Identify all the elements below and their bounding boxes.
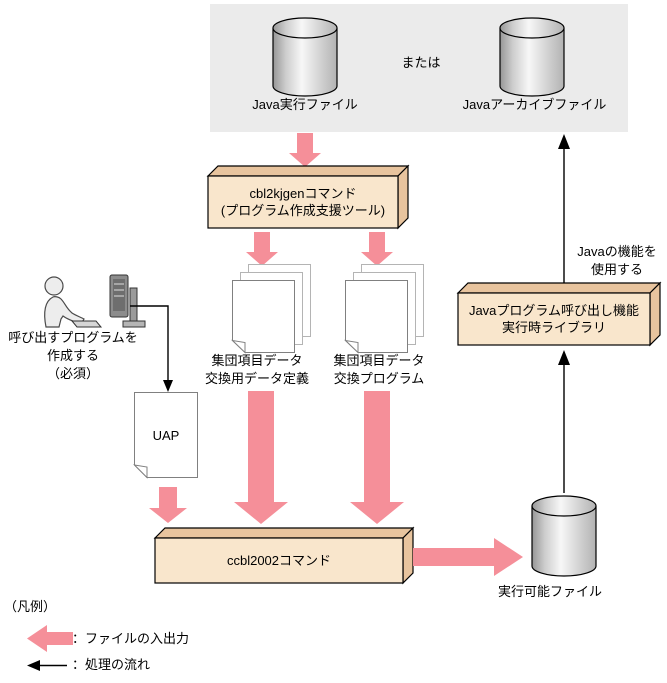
ccbl2002-box <box>153 526 415 585</box>
data-definition-docs-icon <box>231 264 311 354</box>
or-label: または <box>401 55 441 70</box>
java-call-lib-box <box>456 281 662 347</box>
developer-icon <box>44 274 146 328</box>
data-definition-label-line1: 集団項目データ <box>211 353 303 368</box>
uap-label: UAP <box>152 428 180 443</box>
use-java-note-line1: Javaの機能を <box>577 244 657 259</box>
legend-file-io-arrow-icon <box>27 625 73 652</box>
create-program-note: 呼び出すプログラムを 作成する （必須） <box>2 329 144 383</box>
java-archive-cylinder-icon <box>499 17 565 97</box>
flow-arrow-lib-to-sources-icon <box>558 134 570 283</box>
file-io-arrow-to-exchange-program-icon <box>361 232 393 266</box>
file-io-arrow-ccbl2002-to-executable-icon <box>413 538 523 576</box>
legend-file-io-label: ：ファイルの入出力 <box>72 631 190 646</box>
uap-doc-icon <box>133 392 198 479</box>
file-io-arrow-exchange-program-to-ccbl2002-icon <box>350 391 404 524</box>
flow-arrow-executable-to-lib-icon <box>558 350 570 493</box>
use-java-note: Javaの機能を 使用する <box>562 243 667 279</box>
create-program-note-line1: 呼び出すプログラムを <box>8 330 138 345</box>
java-call-lib-label-line1: Javaプログラム呼び出し機能 <box>468 303 640 318</box>
cbl2kjgen-box <box>206 164 410 230</box>
cbl2kjgen-label-line2: (プログラム作成支援ツール) <box>220 203 386 218</box>
java-exec-cylinder-icon <box>272 17 338 97</box>
file-io-arrow-data-definition-to-ccbl2002-icon <box>234 391 288 524</box>
java-archive-label: Javaアーカイブファイル <box>462 97 607 112</box>
exchange-program-label-line2: 交換プログラム <box>333 371 425 386</box>
file-io-arrow-uap-to-ccbl2002-icon <box>149 487 187 523</box>
file-io-arrow-sources-to-cbl2kjgen-icon <box>289 133 321 167</box>
create-program-note-line2: 作成する <box>46 348 99 363</box>
cbl2kjgen-label-line1: cbl2kjgenコマンド <box>249 186 357 201</box>
legend-title: （凡例） <box>4 599 57 614</box>
data-definition-label: 集団項目データ 交換用データ定義 <box>197 352 317 388</box>
exchange-program-docs-icon <box>344 264 424 354</box>
executable-label: 実行可能ファイル <box>497 584 602 599</box>
java-call-lib-label: Javaプログラム呼び出し機能 実行時ライブラリ <box>458 293 650 345</box>
legend-flow-arrow-icon <box>27 660 67 671</box>
data-definition-label-line2: 交換用データ定義 <box>204 371 309 386</box>
ccbl2002-label: ccbl2002コマンド <box>226 553 332 568</box>
cbl2kjgen-label: cbl2kjgenコマンド (プログラム作成支援ツール) <box>208 176 398 228</box>
flow-arrow-developer-to-uap-icon <box>130 305 173 392</box>
legend-flow-label: ：処理の流れ <box>72 657 151 672</box>
create-program-note-line3: （必須） <box>46 366 99 381</box>
java-call-lib-label-line2: 実行時ライブラリ <box>501 320 606 335</box>
java-exec-label: Java実行ファイル <box>252 97 358 112</box>
exchange-program-label-line1: 集団項目データ <box>333 353 425 368</box>
executable-cylinder-icon <box>531 495 597 577</box>
exchange-program-label: 集団項目データ 交換プログラム <box>319 352 439 388</box>
file-io-arrow-to-data-definition-icon <box>246 232 278 266</box>
use-java-note-line2: 使用する <box>590 262 643 277</box>
